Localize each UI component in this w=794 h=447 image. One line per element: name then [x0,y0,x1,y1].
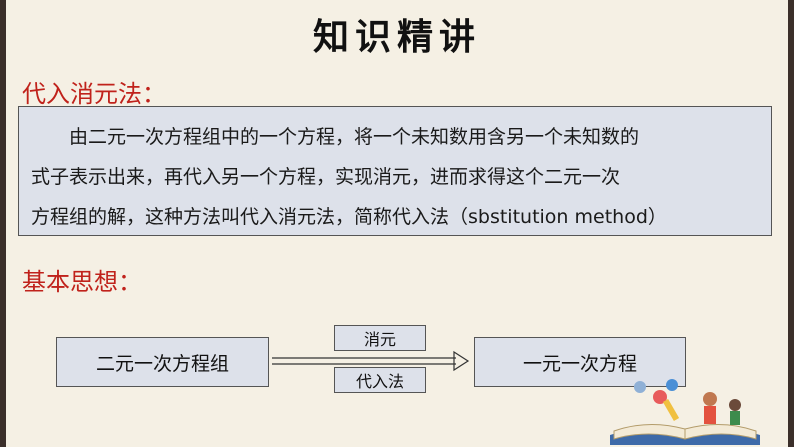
left-frame-border [0,0,6,447]
definition-line-2: 式子表示出来，再代入另一个方程，实现消元，进而求得这个二元一次 [31,166,621,188]
flow-label-elimination: 消元 [334,325,426,351]
section-heading-substitution: 代入消元法： [22,80,166,108]
page-title: 知识精讲 [312,16,481,58]
section-heading-basic-idea: 基本思想： [22,268,142,296]
flow-label-substitution-method: 代入法 [334,367,426,393]
definition-line-3: 方程组的解，这种方法叫代入消元法，简称代入法（sbstitution metho… [31,206,667,228]
definition-line-1: 由二元一次方程组中的一个方程，将一个未知数用含另一个未知数的 [69,126,640,148]
flow-arrow [272,350,470,372]
flow-box-two-variable-system: 二元一次方程组 [56,337,269,387]
definition-box: 由二元一次方程组中的一个方程，将一个未知数用含另一个未知数的 式子表示出来，再代… [18,106,772,236]
right-frame-border [788,0,794,447]
reading-illustration [610,379,760,445]
flow-box-one-variable-equation: 一元一次方程 [474,337,686,387]
